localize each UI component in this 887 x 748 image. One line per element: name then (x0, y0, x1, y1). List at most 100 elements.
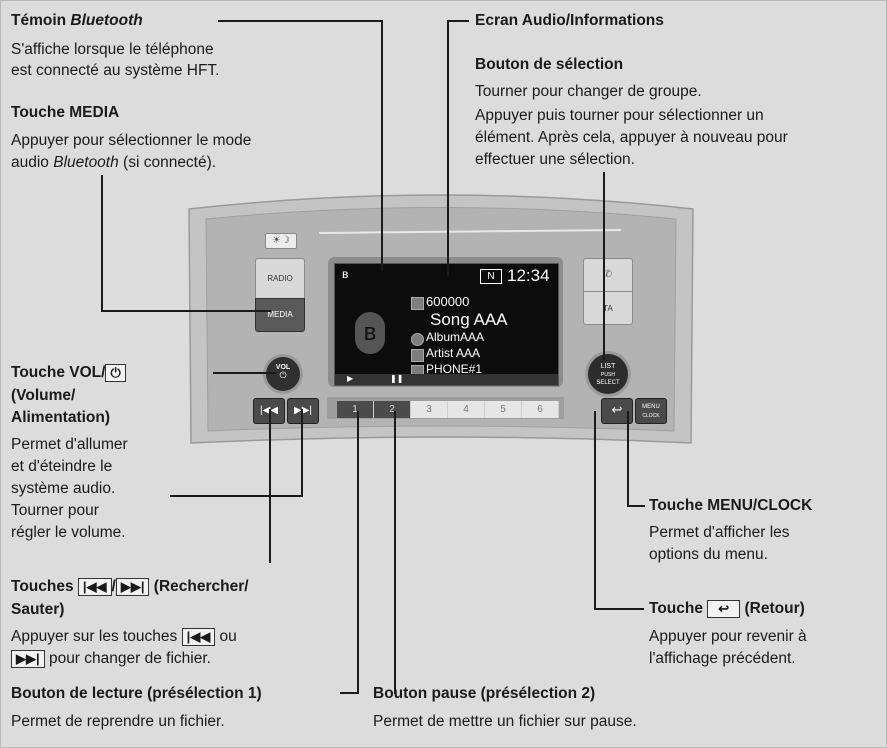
selector-desc-1: Tourner pour changer de groupe. (475, 83, 702, 100)
callout-line-screen-h (447, 20, 469, 22)
selector-desc-4: effectuer une sélection. (475, 151, 635, 168)
brightness-icon: ☀☽ (272, 235, 290, 246)
media-desc-2: audio Bluetooth (si connecté). (11, 152, 216, 173)
callout-line-vol (213, 372, 276, 374)
vol-desc-2: et d'éteindre le (11, 458, 113, 475)
bt-indicator-desc-1: S'affiche lorsque le téléphone (11, 41, 214, 58)
preset-button-5[interactable]: 5 (485, 401, 522, 418)
seek-title-b: (Rechercher/ (149, 578, 249, 595)
skip-forward-button[interactable]: ▶▶| (287, 398, 319, 424)
media-title: Touche MEDIA (11, 104, 120, 121)
vol-title-3: Alimentation) (11, 409, 111, 426)
bt-title-a: Témoin (11, 12, 71, 29)
seek-title-2: Sauter) (11, 601, 65, 618)
vol-desc-5: régler le volume. (11, 524, 126, 541)
album-icon (411, 333, 424, 346)
clock-label: CLOCK (642, 413, 660, 419)
menu-desc-2: options du menu. (649, 546, 768, 563)
play-desc: Permet de reprendre un fichier. (11, 713, 225, 730)
selector-desc-3: élément. Après cela, appuyer à nouveau p… (475, 129, 788, 146)
menu-clock-button[interactable]: MENU CLOCK (635, 398, 667, 424)
bt-title-b: Bluetooth (70, 12, 143, 29)
menu-label: MENU (642, 404, 660, 410)
power-key-icon: ⏻ (105, 363, 126, 382)
vol-title-text: Touche VOL/ (11, 364, 106, 381)
callout-line-back-h (594, 608, 644, 610)
brightness-button[interactable]: ☀☽ (265, 233, 297, 249)
track-icon (411, 297, 424, 310)
pause-title: Bouton pause (présélection 2) (373, 685, 596, 702)
callout-line-p1-h (340, 692, 359, 694)
callout-line-seek-h (170, 495, 303, 497)
list-label: LIST (600, 363, 616, 370)
callout-line-bt-h (218, 20, 383, 22)
bluetooth-icon: ʙ (342, 267, 349, 281)
ta-button[interactable]: TA (583, 291, 633, 325)
skip-back-key-icon-2: |◀◀ (181, 627, 216, 646)
seek-desc-1: Appuyer sur les touches |◀◀ ou (11, 626, 237, 647)
preset-button-1[interactable]: 1 (337, 401, 374, 418)
phone-name: PHONE#1 (426, 362, 483, 376)
band-indicator: N (480, 269, 502, 284)
phone-handset-icon: ✆ (603, 269, 613, 280)
back-desc-2: l'affichage précédent. (649, 650, 796, 667)
track-number: 600000 (426, 294, 470, 309)
menu-desc-1: Permet d'afficher les (649, 524, 790, 541)
phone-button[interactable]: ✆ (583, 258, 633, 292)
callout-line-bt-v (381, 20, 383, 271)
media-desc-2b: Bluetooth (53, 154, 119, 171)
callout-line-screen-v (447, 20, 449, 276)
vol-label: VOL (275, 364, 291, 371)
callout-line-p1-v (357, 411, 359, 694)
callout-line-menu-v (627, 411, 629, 507)
callout-line-media-h (101, 310, 271, 312)
album-name: AlbumAAA (426, 330, 485, 344)
ta-label: TA (603, 304, 613, 313)
skip-forward-key-icon: ▶▶| (115, 577, 150, 596)
skip-back-key-icon: |◀◀ (77, 577, 112, 596)
media-button[interactable]: MEDIA (255, 298, 305, 332)
media-label: MEDIA (267, 310, 293, 319)
screen-title: Ecran Audio/Informations (475, 12, 664, 29)
radio-button[interactable]: RADIO (255, 258, 305, 300)
back-title-a: Touche (649, 600, 708, 617)
vol-knob[interactable]: VOL ⏻ (263, 354, 303, 394)
selector-desc-2: Appuyer puis tourner pour sélectionner u… (475, 107, 764, 124)
preset-button-2[interactable]: 2 (374, 401, 411, 418)
vol-desc-3: système audio. (11, 480, 116, 497)
selector-title: Bouton de sélection (475, 56, 624, 73)
media-desc-2a: audio (11, 154, 54, 171)
seek-desc-2: ▶▶| pour changer de fichier. (11, 648, 211, 669)
vol-desc-4: Tourner pour (11, 502, 99, 519)
media-desc-2c: (si connecté). (118, 154, 217, 171)
song-title: Song AAA (430, 310, 508, 329)
artist-icon (411, 349, 424, 362)
skip-back-icon: |◀◀ (260, 405, 278, 416)
preset-button-4[interactable]: 4 (448, 401, 485, 418)
seek-title-a: Touches (11, 578, 78, 595)
bluetooth-logo: ʙ (355, 312, 385, 354)
push-label: PUSH (601, 372, 615, 378)
back-arrow-icon: ↩ (611, 402, 623, 417)
callout-line-selector (603, 172, 605, 360)
media-desc-1: Appuyer pour sélectionner le mode (11, 132, 252, 149)
selector-knob[interactable]: LIST PUSH SELECT (585, 351, 631, 397)
pause-desc: Permet de mettre un fichier sur pause. (373, 713, 637, 730)
vol-desc-1: Permet d'allumer (11, 436, 128, 453)
back-key-icon: ↩ (707, 599, 741, 618)
screen-soft-keys: ▶ ❚❚ (335, 374, 558, 385)
preset-button-6[interactable]: 6 (522, 401, 559, 418)
seek-desc-1a: Appuyer sur les touches (11, 628, 182, 645)
menu-title: Touche MENU/CLOCK (649, 497, 813, 514)
radio-label: RADIO (267, 274, 293, 283)
callout-line-media-v (101, 175, 103, 312)
callout-line-back-v (594, 411, 596, 610)
artist-name: Artist AAA (426, 346, 481, 360)
seek-desc-2-text: pour changer de fichier. (44, 650, 211, 667)
play-title: Bouton de lecture (présélection 1) (11, 685, 262, 702)
preset-button-3[interactable]: 3 (411, 401, 448, 418)
callout-line-seek-b (301, 409, 303, 497)
vol-title-1: Touche VOL/⏻ (11, 362, 126, 383)
back-desc-1: Appuyer pour revenir à (649, 628, 807, 645)
